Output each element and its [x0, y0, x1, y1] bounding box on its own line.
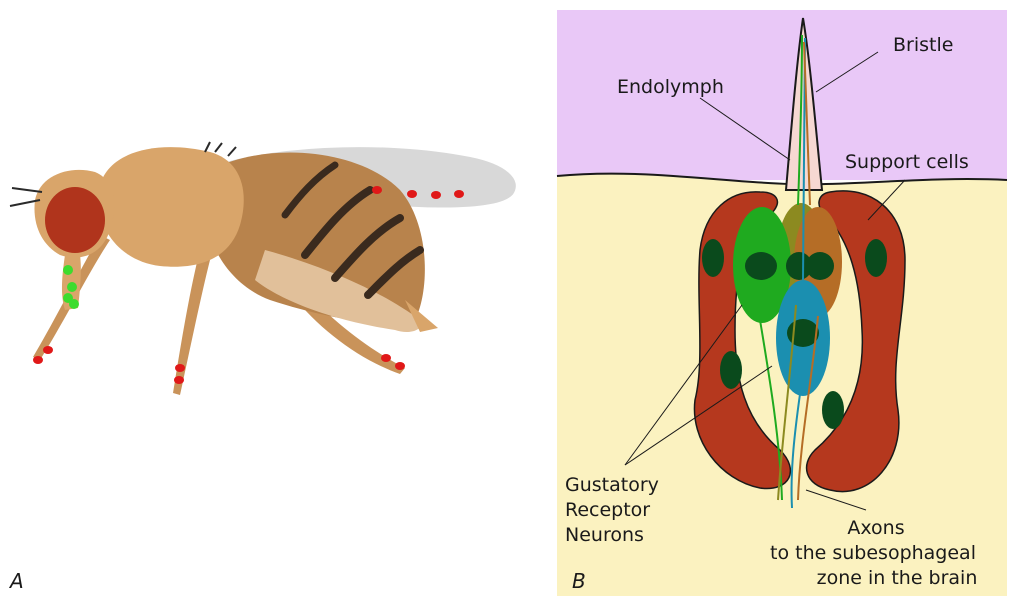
label-axons-line2: to the subesophageal	[770, 542, 976, 564]
label-axons-line1: Axons	[847, 517, 904, 539]
fly-thorax	[100, 147, 244, 267]
fly-illustration	[10, 142, 515, 395]
red-marker	[174, 376, 184, 384]
label-grn-line2: Receptor	[565, 499, 650, 521]
red-marker	[175, 364, 185, 372]
panel-b-letter: B	[572, 569, 586, 593]
red-marker	[431, 191, 441, 199]
red-marker	[454, 190, 464, 198]
red-marker	[33, 356, 43, 364]
label-grn-line1: Gustatory	[565, 474, 659, 496]
label-endolymph: Endolymph	[617, 76, 724, 98]
red-marker	[407, 190, 417, 198]
fly-eye	[45, 187, 105, 253]
support-cell-nucleus	[865, 239, 887, 277]
label-bristle: Bristle	[893, 34, 953, 56]
red-marker	[381, 354, 391, 362]
green-marker	[67, 282, 77, 292]
fly-mid-leg	[173, 258, 210, 395]
green-marker	[63, 265, 73, 275]
green-marker	[69, 299, 79, 309]
red-marker	[395, 362, 405, 370]
red-marker	[43, 346, 53, 354]
neuron-nucleus	[745, 252, 777, 280]
label-axons-line3: zone in the brain	[817, 567, 978, 589]
support-cell-nucleus	[720, 351, 742, 389]
support-cell-nucleus	[702, 239, 724, 277]
neuron-nucleus	[806, 252, 834, 280]
red-marker	[372, 186, 382, 194]
support-cell-nucleus	[822, 391, 844, 429]
label-grn-line3: Neurons	[565, 524, 644, 546]
panel-a-letter: A	[8, 569, 24, 593]
label-support-cells: Support cells	[845, 151, 969, 173]
